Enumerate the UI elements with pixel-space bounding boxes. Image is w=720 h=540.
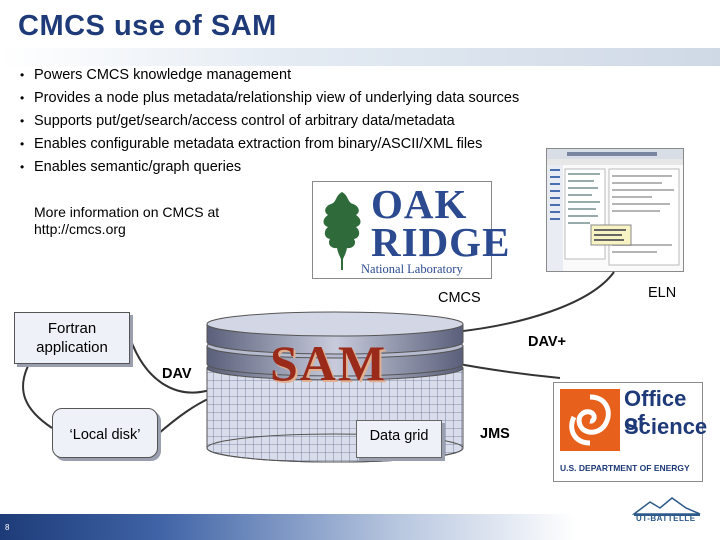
doe-subtitle: U.S. DEPARTMENT OF ENERGY xyxy=(560,463,690,473)
ornl-logo: OAK RIDGE National Laboratory xyxy=(312,181,509,279)
sam-label: SAM xyxy=(270,335,388,391)
local-disk-box: ‘Local disk’ xyxy=(52,408,158,458)
fortran-to-disk-link xyxy=(22,361,53,429)
doe-title-line2: Science xyxy=(624,414,708,439)
bullet-item: Supports put/get/search/access control o… xyxy=(20,110,519,133)
slide-title: CMCS use of SAM xyxy=(18,10,277,42)
fortran-application-box: Fortran application xyxy=(14,312,130,364)
footer-band xyxy=(0,514,720,540)
more-info-line: More information on CMCS at xyxy=(34,204,220,220)
ornl-wordmark-bottom: RIDGE xyxy=(371,219,511,265)
application-label: application xyxy=(36,339,108,356)
fortran-label: Fortran xyxy=(47,320,97,337)
dav-label: DAV xyxy=(162,366,192,382)
eln-screenshot-graphic xyxy=(547,149,683,271)
jms-label: JMS xyxy=(480,426,510,442)
doe-title-line1: Office of xyxy=(624,386,687,435)
bullet-item: Provides a node plus metadata/relationsh… xyxy=(20,87,519,110)
sam-to-eln-link xyxy=(454,271,615,333)
bullet-item: Powers CMCS knowledge management xyxy=(20,64,519,87)
ornl-wordmark-top: OAK xyxy=(371,181,468,227)
page-number: 8 xyxy=(5,523,10,532)
ut-battelle-mountain-icon xyxy=(631,497,701,516)
bullet-item: Enables configurable metadata extraction… xyxy=(20,133,519,156)
ut-battelle-text: UT-BATTELLE xyxy=(636,514,696,523)
ornl-subtitle: National Laboratory xyxy=(361,262,463,276)
data-grid-box: Data grid xyxy=(356,420,442,458)
bullet-list: Powers CMCS knowledge management Provide… xyxy=(20,64,519,179)
eln-label: ELN xyxy=(648,285,677,301)
more-info-text: More information on CMCS at http://cmcs.… xyxy=(34,204,219,238)
disk-to-sam-link xyxy=(157,397,211,435)
doe-swirl-icon xyxy=(560,389,620,451)
title-band xyxy=(0,48,720,66)
fortran-to-sam-link xyxy=(129,337,211,394)
more-info-link[interactable]: http://cmcs.org xyxy=(34,221,126,237)
bullet-item: Enables semantic/graph queries xyxy=(20,156,519,179)
doe-office-of-science-logo: Office of Science U.S. DEPARTMENT OF ENE… xyxy=(553,382,707,482)
eln-screenshot xyxy=(546,148,684,272)
oak-leaf-icon xyxy=(323,192,361,270)
dav-plus-label: DAV+ xyxy=(528,334,567,350)
cmcs-label: CMCS xyxy=(438,290,481,306)
ut-battelle-logo: UT-BATTELLE xyxy=(630,494,704,534)
